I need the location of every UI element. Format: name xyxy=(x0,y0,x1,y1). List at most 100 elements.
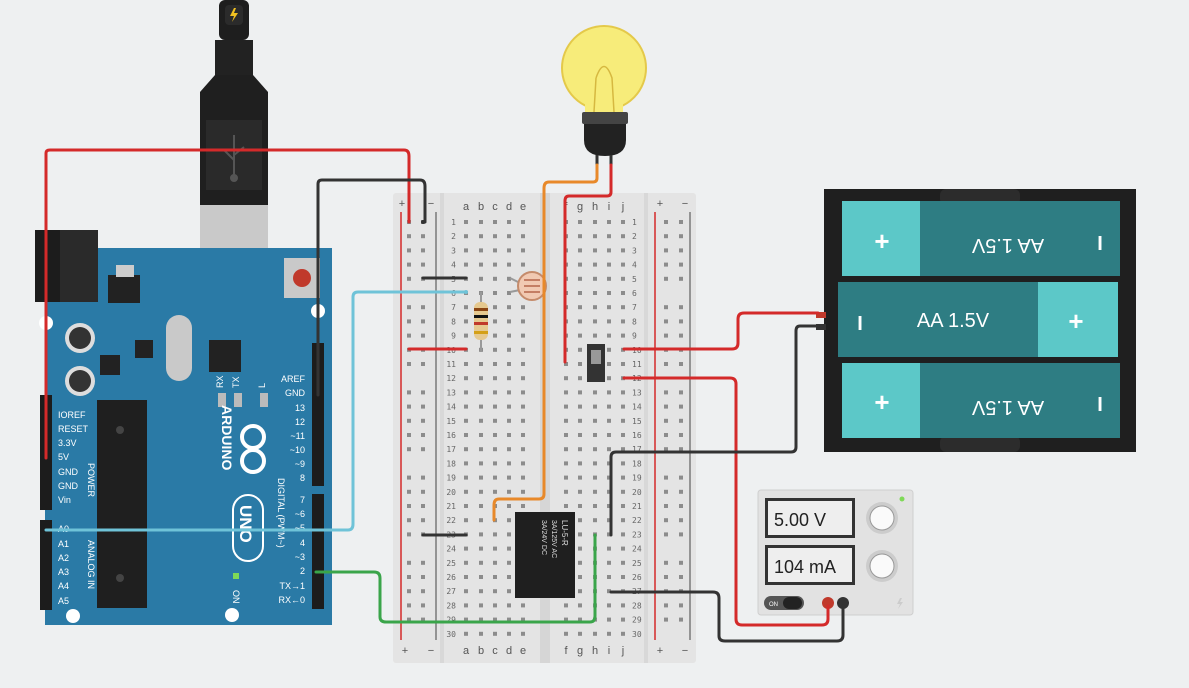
breadboard-hole[interactable] xyxy=(407,305,411,310)
breadboard-hole[interactable] xyxy=(621,631,625,636)
breadboard-hole[interactable] xyxy=(664,518,668,523)
breadboard-hole[interactable] xyxy=(421,475,425,480)
breadboard-hole[interactable] xyxy=(621,461,625,466)
breadboard-hole[interactable] xyxy=(407,560,411,565)
breadboard-hole[interactable] xyxy=(493,276,497,281)
breadboard-hole[interactable] xyxy=(578,376,582,381)
breadboard-hole[interactable] xyxy=(407,333,411,338)
breadboard-hole[interactable] xyxy=(664,475,668,480)
breadboard-hole[interactable] xyxy=(479,560,483,565)
breadboard-hole[interactable] xyxy=(621,390,625,395)
breadboard-hole[interactable] xyxy=(493,546,497,551)
breadboard-hole[interactable] xyxy=(593,433,597,437)
breadboard-hole[interactable] xyxy=(564,631,568,636)
photoresistor[interactable] xyxy=(509,271,547,301)
breadboard-hole[interactable] xyxy=(664,617,668,622)
breadboard-hole[interactable] xyxy=(407,390,411,395)
breadboard-hole[interactable] xyxy=(507,560,511,565)
breadboard-hole[interactable] xyxy=(479,220,483,224)
breadboard-hole[interactable] xyxy=(621,475,625,480)
breadboard-hole[interactable] xyxy=(607,532,611,537)
breadboard-hole[interactable] xyxy=(479,603,483,608)
negative-terminal[interactable] xyxy=(837,597,849,609)
breadboard-hole[interactable] xyxy=(493,475,497,480)
breadboard-hole[interactable] xyxy=(607,589,611,594)
breadboard-hole[interactable] xyxy=(607,404,611,409)
breadboard-hole[interactable] xyxy=(621,489,625,494)
breadboard-hole[interactable] xyxy=(493,489,497,494)
breadboard-hole[interactable] xyxy=(578,575,582,579)
breadboard-hole[interactable] xyxy=(607,362,611,366)
breadboard-hole[interactable] xyxy=(578,433,582,437)
breadboard-hole[interactable] xyxy=(578,362,582,366)
breadboard-hole[interactable] xyxy=(521,305,525,310)
breadboard-hole[interactable] xyxy=(521,333,525,338)
breadboard-hole[interactable] xyxy=(621,518,625,523)
breadboard-hole[interactable] xyxy=(521,603,525,608)
breadboard-hole[interactable] xyxy=(507,447,511,452)
wire-orange-bulb[interactable] xyxy=(492,163,599,522)
breadboard-hole[interactable] xyxy=(607,291,611,295)
breadboard-hole[interactable] xyxy=(664,532,668,537)
breadboard-hole[interactable] xyxy=(464,560,468,565)
breadboard-hole[interactable] xyxy=(578,248,582,253)
breadboard-hole[interactable] xyxy=(607,631,611,636)
breadboard-hole[interactable] xyxy=(679,447,683,452)
breadboard-hole[interactable] xyxy=(664,234,668,239)
breadboard-hole[interactable] xyxy=(578,461,582,466)
breadboard-hole[interactable] xyxy=(479,631,483,636)
breadboard-hole[interactable] xyxy=(593,504,597,508)
breadboard-hole[interactable] xyxy=(464,418,468,423)
breadboard-hole[interactable] xyxy=(479,532,483,537)
breadboard-hole[interactable] xyxy=(493,262,497,267)
breadboard-hole[interactable] xyxy=(564,475,568,480)
breadboard-hole[interactable] xyxy=(578,475,582,480)
breadboard-hole[interactable] xyxy=(421,504,425,508)
breadboard-hole[interactable] xyxy=(464,248,468,253)
breadboard-hole[interactable] xyxy=(407,518,411,523)
breadboard-hole[interactable] xyxy=(407,319,411,324)
wire-red-bulb[interactable] xyxy=(563,163,613,364)
breadboard-hole[interactable] xyxy=(493,291,497,295)
breadboard-hole[interactable] xyxy=(664,248,668,253)
breadboard-hole[interactable] xyxy=(564,504,568,508)
breadboard-hole[interactable] xyxy=(507,603,511,608)
breadboard-hole[interactable] xyxy=(578,617,582,622)
breadboard-hole[interactable] xyxy=(621,319,625,324)
power-toggle[interactable]: ON xyxy=(764,596,804,610)
breadboard-hole[interactable] xyxy=(479,617,483,622)
breadboard-hole[interactable] xyxy=(464,262,468,267)
breadboard-hole[interactable] xyxy=(664,220,668,224)
breadboard-hole[interactable] xyxy=(621,333,625,338)
breadboard-hole[interactable] xyxy=(507,262,511,267)
breadboard-hole[interactable] xyxy=(479,418,483,423)
breadboard-hole[interactable] xyxy=(679,248,683,253)
breadboard-hole[interactable] xyxy=(578,234,582,239)
light-bulb[interactable] xyxy=(561,25,647,165)
breadboard-hole[interactable] xyxy=(464,504,468,508)
breadboard-hole[interactable] xyxy=(521,262,525,267)
breadboard-hole[interactable] xyxy=(593,333,597,338)
breadboard-hole[interactable] xyxy=(464,234,468,239)
breadboard-hole[interactable] xyxy=(564,362,568,366)
breadboard-hole[interactable] xyxy=(421,589,425,594)
breadboard-hole[interactable] xyxy=(621,305,625,310)
breadboard-hole[interactable] xyxy=(607,376,611,381)
breadboard-hole[interactable] xyxy=(464,475,468,480)
breadboard-hole[interactable] xyxy=(664,575,668,579)
breadboard-hole[interactable] xyxy=(479,447,483,452)
breadboard-hole[interactable] xyxy=(479,234,483,239)
breadboard-hole[interactable] xyxy=(507,291,511,295)
breadboard-hole[interactable] xyxy=(593,319,597,324)
breadboard-hole[interactable] xyxy=(664,262,668,267)
breadboard-hole[interactable] xyxy=(578,532,582,537)
wire-red-5v[interactable] xyxy=(44,148,411,460)
breadboard-hole[interactable] xyxy=(479,376,483,381)
breadboard-hole[interactable] xyxy=(621,220,625,224)
breadboard-hole[interactable] xyxy=(664,305,668,310)
breadboard-hole[interactable] xyxy=(593,489,597,494)
breadboard-hole[interactable] xyxy=(464,575,468,579)
breadboard-hole[interactable] xyxy=(621,560,625,565)
reset-button[interactable] xyxy=(284,258,320,298)
breadboard-hole[interactable] xyxy=(607,546,611,551)
